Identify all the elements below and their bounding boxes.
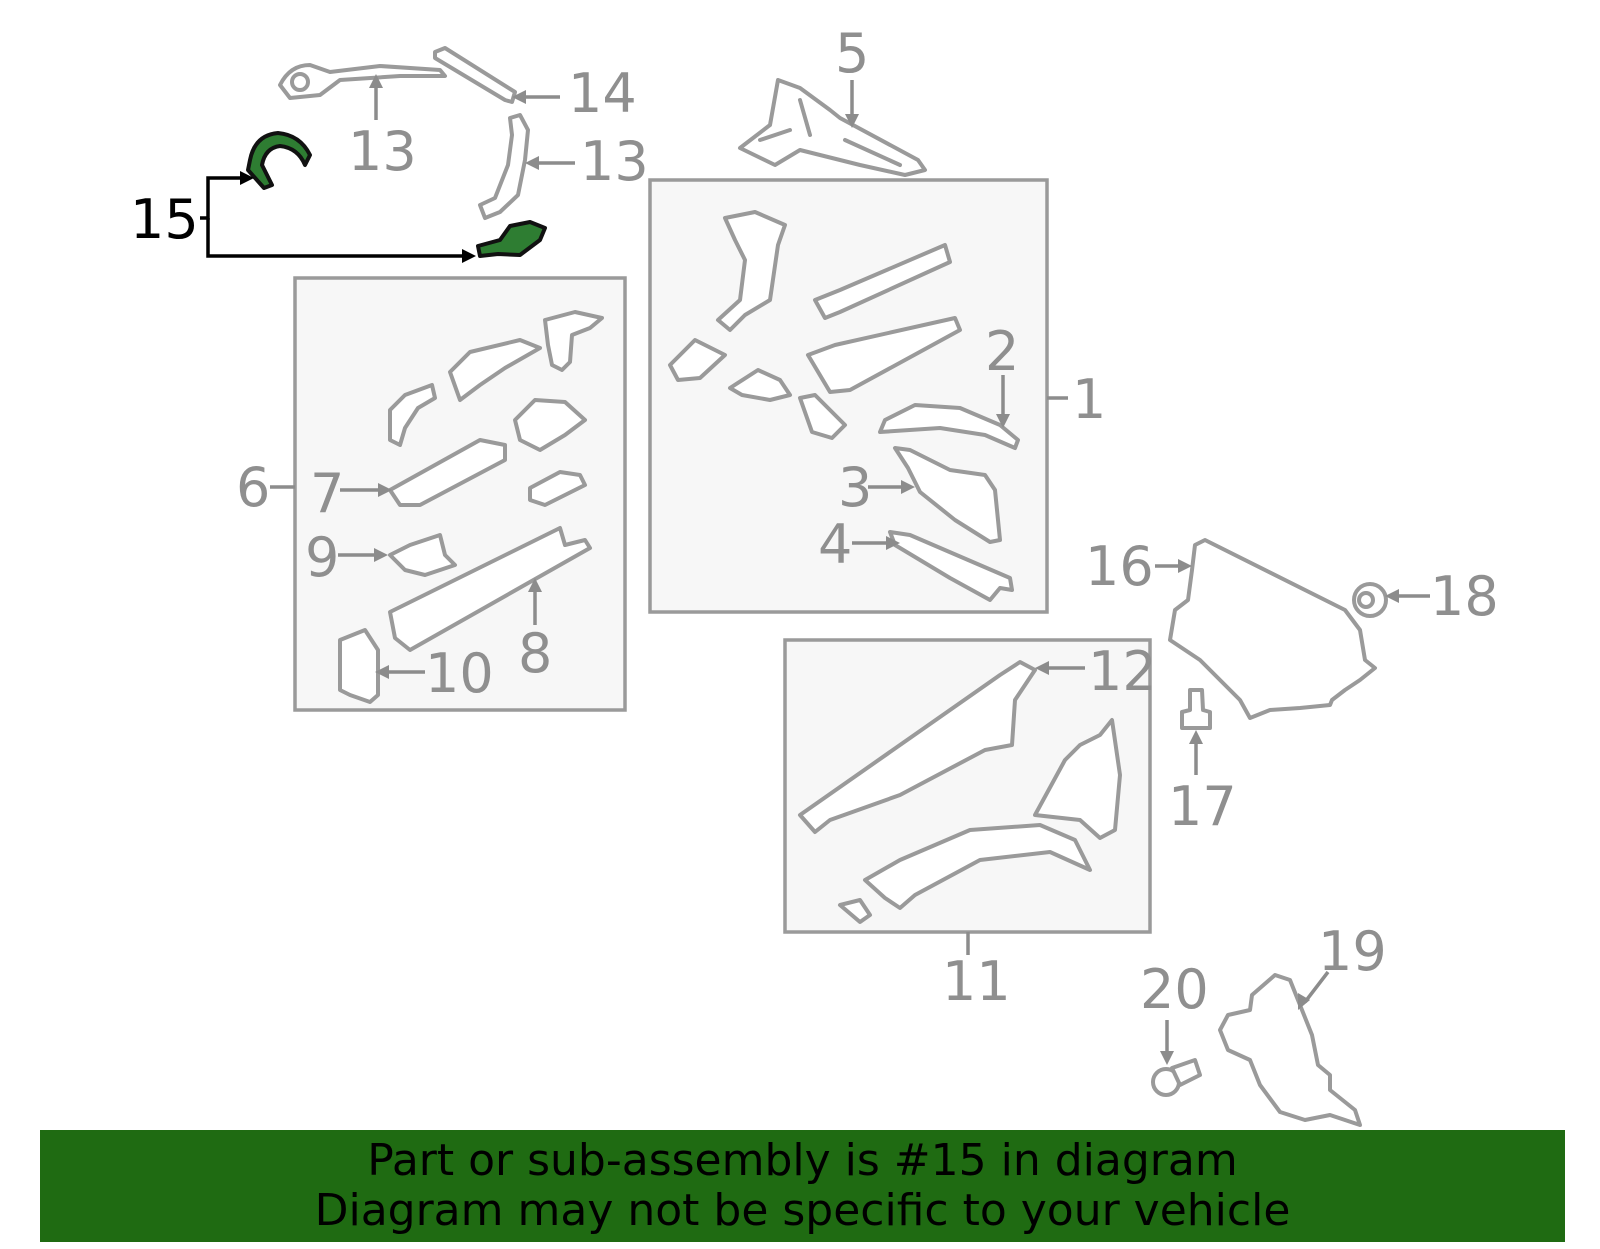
callout-13-lower: 13 bbox=[580, 130, 649, 193]
part-17-drawing[interactable] bbox=[1180, 688, 1212, 730]
callout-18: 18 bbox=[1430, 565, 1499, 628]
banner-line-2: Diagram may not be specific to your vehi… bbox=[314, 1185, 1291, 1236]
callout-9: 9 bbox=[305, 526, 339, 589]
callout-17: 17 bbox=[1168, 775, 1237, 838]
callout-13-upper: 13 bbox=[348, 120, 417, 183]
part-16-drawing[interactable] bbox=[1168, 538, 1377, 720]
callout-19: 19 bbox=[1318, 920, 1387, 983]
banner-line-1: Part or sub-assembly is #15 in diagram bbox=[367, 1135, 1238, 1186]
part-15-drawing[interactable] bbox=[246, 131, 547, 258]
callout-16: 16 bbox=[1085, 535, 1154, 598]
callout-3: 3 bbox=[838, 456, 872, 519]
callout-8: 8 bbox=[518, 622, 552, 685]
callout-11: 11 bbox=[942, 950, 1011, 1013]
assembly-box-1 bbox=[648, 178, 1049, 614]
callout-10: 10 bbox=[425, 642, 494, 705]
callout-6: 6 bbox=[236, 456, 270, 519]
callout-15: 15 bbox=[130, 188, 199, 251]
info-banner: Part or sub-assembly is #15 in diagram D… bbox=[40, 1130, 1565, 1242]
callout-1: 1 bbox=[1072, 368, 1106, 431]
part-13-lower-drawing[interactable] bbox=[478, 113, 530, 220]
assembly-6-parts[interactable] bbox=[338, 310, 604, 704]
callout-7: 7 bbox=[310, 462, 344, 525]
callout-4: 4 bbox=[818, 513, 852, 576]
callout-5: 5 bbox=[835, 22, 869, 85]
part-20-drawing[interactable] bbox=[1151, 1058, 1202, 1097]
callout-14: 14 bbox=[568, 62, 637, 125]
part-14-drawing[interactable] bbox=[433, 46, 517, 104]
callout-2: 2 bbox=[985, 320, 1019, 383]
callout-12: 12 bbox=[1088, 640, 1157, 703]
part-18-drawing[interactable] bbox=[1352, 582, 1388, 618]
part-13-upper-drawing[interactable] bbox=[278, 63, 447, 100]
callout-20: 20 bbox=[1140, 958, 1209, 1021]
assembly-1-parts[interactable] bbox=[668, 210, 1020, 602]
part-5-drawing[interactable] bbox=[738, 78, 927, 177]
part-19-drawing[interactable] bbox=[1218, 973, 1362, 1127]
assembly-11-parts[interactable] bbox=[798, 660, 1122, 924]
